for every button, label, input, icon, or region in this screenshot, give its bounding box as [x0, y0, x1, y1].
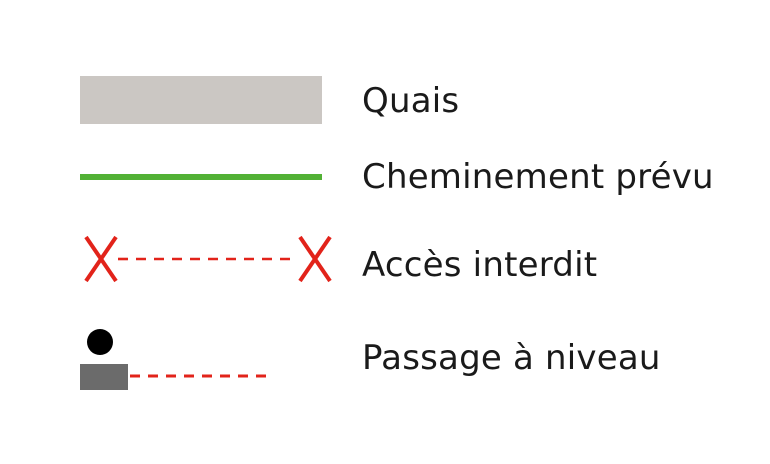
legend-label-quais: Quais [362, 81, 460, 121]
forbidden-access-symbol [84, 235, 332, 283]
legend-label-level-crossing: Passage à niveau [362, 338, 661, 378]
legend-label-planned-path: Cheminement prévu [362, 157, 714, 197]
level-crossing-symbol [80, 329, 274, 390]
pedestrian-body-icon [80, 364, 128, 390]
quais-swatch [80, 76, 322, 124]
pedestrian-head-icon [87, 329, 113, 355]
planned-path-line [80, 174, 322, 180]
legend-label-forbidden-access: Accès interdit [362, 245, 598, 285]
right-x-icon [298, 235, 332, 283]
left-x-icon [84, 235, 118, 283]
